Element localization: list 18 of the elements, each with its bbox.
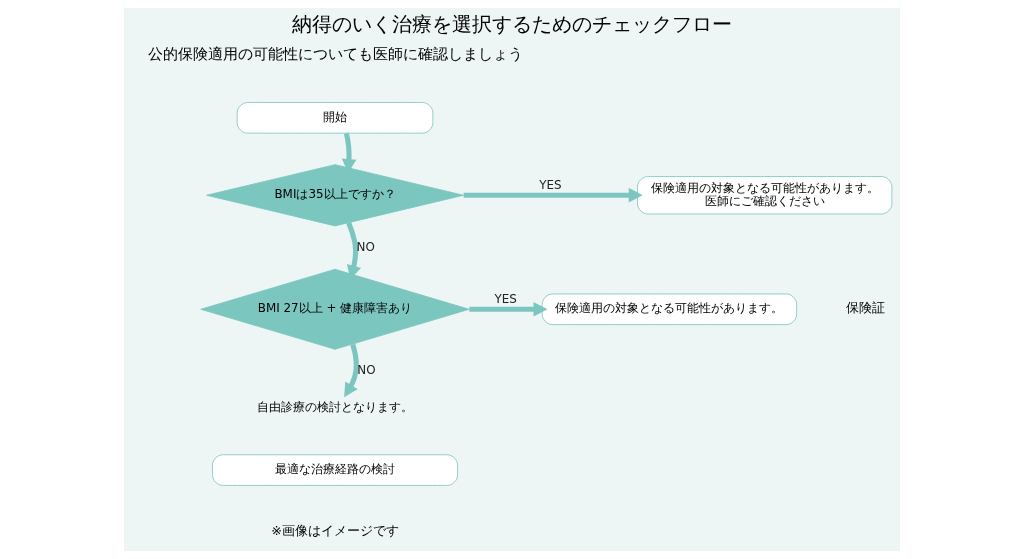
node-box: 最適な治療経路の検討	[212, 454, 458, 486]
node-box: 開始	[236, 102, 434, 134]
node-box: 保険適用の対象となる可能性があります。 医師にご確認ください	[637, 176, 893, 215]
node-box: 保険適用の対象となる可能性があります。	[541, 293, 798, 326]
arrow	[469, 301, 548, 317]
arrow	[344, 343, 359, 398]
label: 保険証	[845, 300, 885, 316]
node-diamond: BMIは35以上ですか？	[206, 164, 464, 227]
label: 公的保険適用の可能性についても医師に確認しましょう	[147, 45, 523, 64]
edge-label: NO	[357, 363, 376, 378]
node-diamond: BMI 27以上 + 健康障害あり	[200, 268, 470, 350]
label: ※画像はイメージです	[271, 523, 399, 539]
edge-label: YES	[539, 178, 562, 193]
edge-label: YES	[494, 292, 517, 307]
edge-label: NO	[356, 239, 375, 254]
node-text: 自由診療の検討となります。	[257, 400, 414, 415]
arrow	[463, 187, 643, 203]
diagram-title: 納得のいく治療を選択するためのチェックフロー	[292, 12, 732, 37]
